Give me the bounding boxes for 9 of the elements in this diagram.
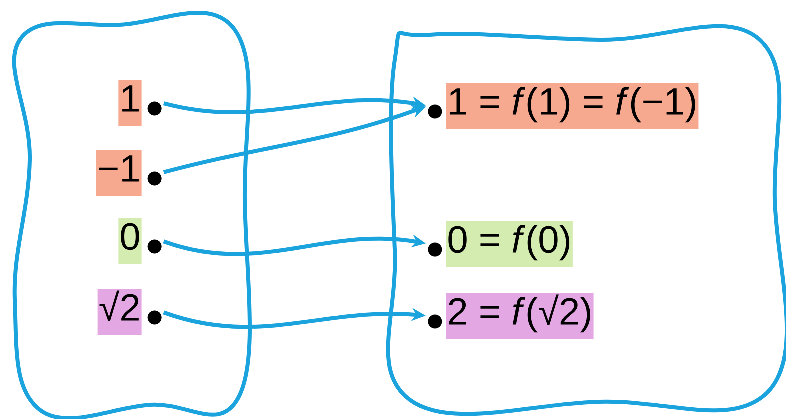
- set-outline: [12, 11, 252, 419]
- labeled-point: 2 = f(√2): [428, 293, 594, 339]
- labeled-point: √2: [98, 289, 162, 335]
- labeled-point: 1: [118, 80, 162, 126]
- set-outline: [386, 24, 786, 416]
- labeled-point: 0 = f(0): [428, 221, 573, 267]
- labeled-point: 0: [118, 218, 162, 264]
- labeled-point: −1: [96, 150, 162, 196]
- labeled-point: 1 = f(1) = f(−1): [428, 83, 699, 129]
